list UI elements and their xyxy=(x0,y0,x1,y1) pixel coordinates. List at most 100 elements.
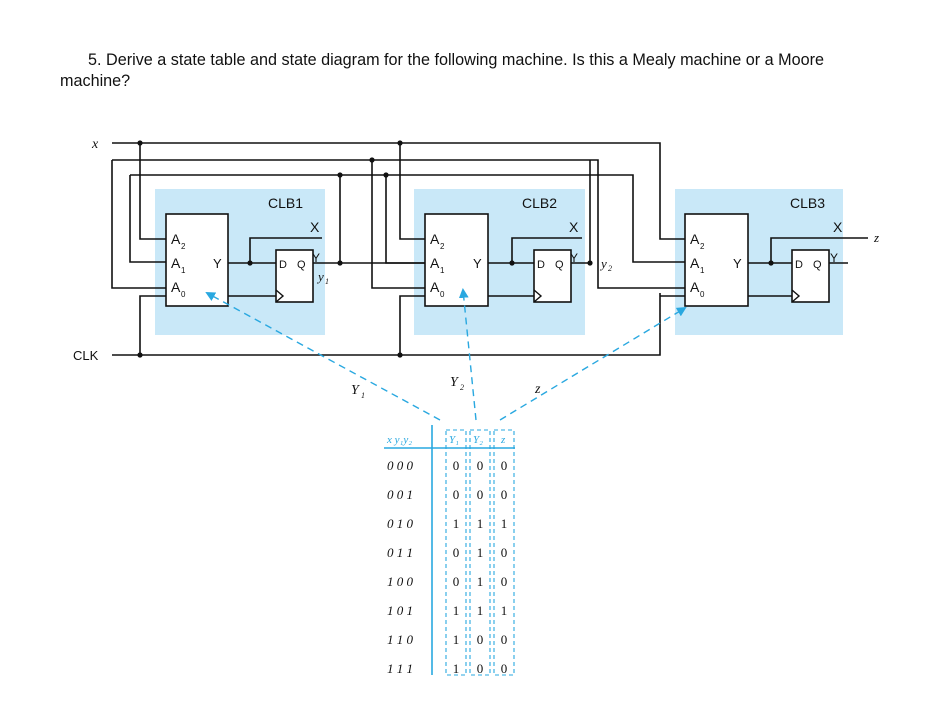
clb3-lut xyxy=(684,213,749,307)
z-output-label: z xyxy=(873,230,879,245)
tt-cell-z: 0 xyxy=(501,487,508,502)
clb1-name: CLB1 xyxy=(268,195,303,211)
clb2-a1-label: A xyxy=(430,255,440,271)
clb2-state-sub: 2 xyxy=(608,264,612,273)
tt-cell-inputs: 1 0 1 xyxy=(387,603,413,618)
clb1-state-sub: 1 xyxy=(325,277,329,286)
tt-cell-z: 1 xyxy=(501,603,508,618)
clb1-a2-label: A xyxy=(171,231,181,247)
table-row: 1 1 1 1 0 0 xyxy=(387,661,507,676)
clb1-lut-y: Y xyxy=(213,256,222,271)
clb3-ff-q: Q xyxy=(813,259,822,271)
clb2-flipflop xyxy=(533,249,572,303)
tt-cell-inputs: 0 0 1 xyxy=(387,487,413,502)
clb1-ff-d: D xyxy=(279,259,287,271)
tt-cell-inputs: 0 0 0 xyxy=(387,458,414,473)
tt-cell-y1: 0 xyxy=(453,487,460,502)
tt-cell-inputs: 0 1 1 xyxy=(387,545,413,560)
clb1-lut xyxy=(165,213,229,307)
tt-cell-y1: 1 xyxy=(453,516,460,531)
tt-cell-z: 0 xyxy=(501,458,508,473)
clb2-state-label: y xyxy=(599,256,607,271)
clb3-ff-d: D xyxy=(795,259,803,271)
tt-cell-y2: 0 xyxy=(477,661,484,676)
table-row: 0 1 1 0 1 0 xyxy=(387,545,507,560)
tt-header-z: z xyxy=(500,434,506,446)
clb1-a2-sub: 2 xyxy=(181,242,186,251)
tt-cell-y2: 1 xyxy=(477,574,484,589)
tt-cell-inputs: 1 1 1 xyxy=(387,661,413,676)
junctions xyxy=(137,140,774,358)
tt-cell-y2: 0 xyxy=(477,458,484,473)
clb1-a0-label: A xyxy=(171,279,181,295)
clb1-flipflop xyxy=(275,249,314,303)
tt-cell-z: 0 xyxy=(501,545,508,560)
pointer-z-label: z xyxy=(534,382,541,397)
tt-cell-y2: 0 xyxy=(477,632,484,647)
clb1: CLB1 A 2 A 1 A 0 Y D Q X Y y 1 xyxy=(165,195,329,307)
x-input-label: x xyxy=(91,137,99,152)
clb1-out-y: Y xyxy=(312,251,320,265)
clb2-ff-d: D xyxy=(537,259,545,271)
clb1-a0-sub: 0 xyxy=(181,290,186,299)
clb3: CLB3 A 2 A 1 A 0 Y D Q X Y z xyxy=(684,195,879,307)
question-text: 5. Derive a state table and state diagra… xyxy=(60,50,880,92)
question-body: Derive a state table and state diagram f… xyxy=(60,51,825,90)
clb2-out-y: Y xyxy=(570,251,578,265)
tt-header-inputs: x y₁y₂ xyxy=(386,434,412,446)
tt-cell-z: 0 xyxy=(501,661,508,676)
tt-cell-z: 0 xyxy=(501,632,508,647)
tt-header-y1: Y₁ xyxy=(449,434,459,446)
clb2-lut-y: Y xyxy=(473,256,482,271)
pointer-lines xyxy=(205,288,687,421)
pointer-y1-label: Y xyxy=(351,383,361,398)
clb3-a1-label: A xyxy=(690,255,700,271)
tt-header-y2: Y₂ xyxy=(473,434,483,446)
clb2-ff-q: Q xyxy=(555,259,564,271)
clb3-a0-sub: 0 xyxy=(700,290,705,299)
clb3-a2-sub: 2 xyxy=(700,242,705,251)
clb2-a2-label: A xyxy=(430,231,440,247)
clb2-out-x: X xyxy=(569,219,579,235)
clb3-a0-label: A xyxy=(690,279,700,295)
clb1-a1-label: A xyxy=(171,255,181,271)
clb1-ff-q: Q xyxy=(297,259,306,271)
tt-cell-y2: 1 xyxy=(477,516,484,531)
tt-cell-z: 1 xyxy=(501,516,508,531)
clb3-a2-label: A xyxy=(690,231,700,247)
tt-cell-y1: 1 xyxy=(453,603,460,618)
tt-cell-y2: 1 xyxy=(477,545,484,560)
clb3-lut-y: Y xyxy=(733,256,742,271)
clb3-out-y: Y xyxy=(830,251,838,265)
clb2-name: CLB2 xyxy=(522,195,557,211)
clb2-a0-label: A xyxy=(430,279,440,295)
tt-cell-z: 0 xyxy=(501,574,508,589)
clb2-a0-sub: 0 xyxy=(440,290,445,299)
tt-cell-y1: 0 xyxy=(453,545,460,560)
clb2-a1-sub: 1 xyxy=(440,266,445,275)
clb1-out-x: X xyxy=(310,219,320,235)
clb3-flipflop xyxy=(791,249,830,303)
pointer-y1-sub: 1 xyxy=(361,391,365,400)
clb2-lut xyxy=(424,213,489,307)
tt-cell-y1: 0 xyxy=(453,574,460,589)
clb2-a2-sub: 2 xyxy=(440,242,445,251)
clb1-a1-sub: 1 xyxy=(181,266,186,275)
tt-cell-y1: 1 xyxy=(453,661,460,676)
clb3-out-x: X xyxy=(833,219,843,235)
clb3-a1-sub: 1 xyxy=(700,266,705,275)
clb3-name: CLB3 xyxy=(790,195,825,211)
clb2: CLB2 A 2 A 1 A 0 Y D Q X Y y 2 xyxy=(424,195,612,307)
tt-cell-inputs: 1 1 0 xyxy=(387,632,414,647)
pointer-y2-sub: 2 xyxy=(460,383,464,392)
pointer-y2-label: Y xyxy=(450,375,460,390)
